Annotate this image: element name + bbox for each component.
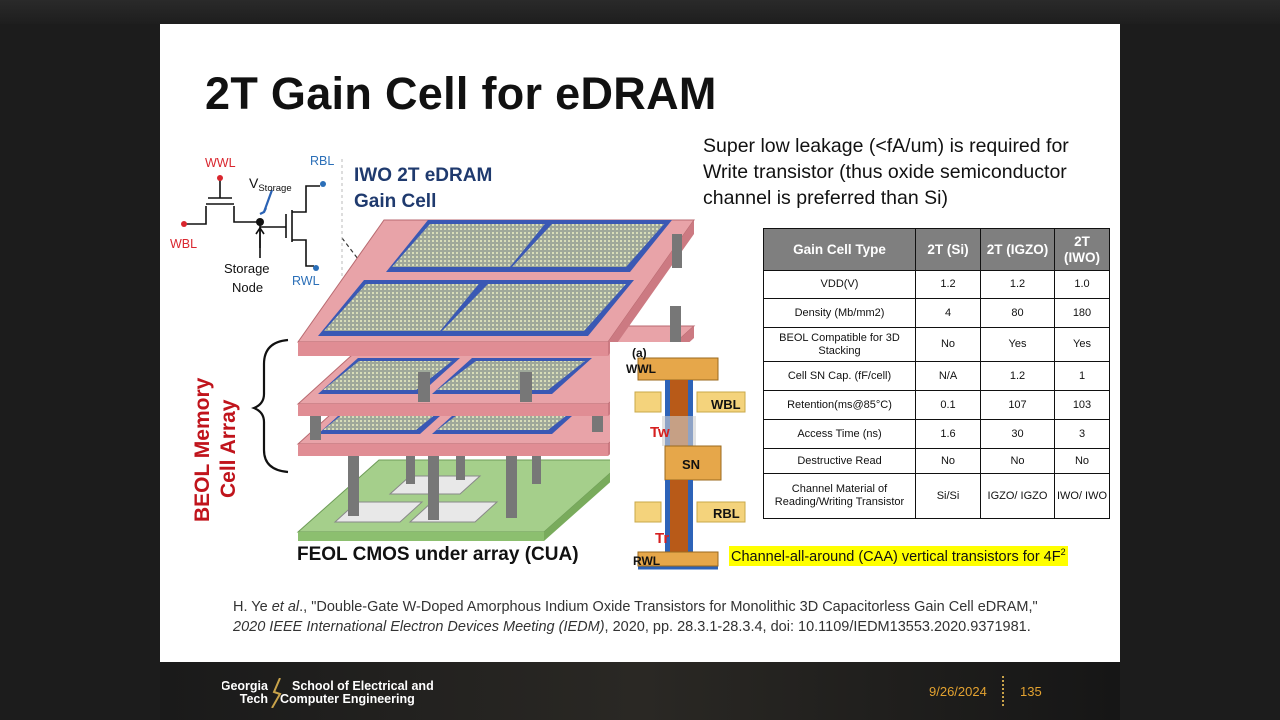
table-row: Channel Material of Reading/Writing Tran…: [763, 473, 1110, 519]
table-cell: Density (Mb/mm2): [763, 298, 916, 328]
circuit-rbl-label: RBL: [310, 154, 334, 168]
storage-node-label-1: Storage: [224, 261, 270, 276]
table-cell: No: [915, 448, 981, 474]
circuit-nodes: [181, 175, 326, 271]
viewer-top-bar: [0, 0, 1280, 24]
table-cell: 3: [1054, 419, 1110, 449]
reference-citation: H. Ye et al., "Double-Gate W-Doped Amorp…: [233, 598, 1073, 637]
table-cell: 4: [915, 298, 981, 328]
va-panel-label: (a): [632, 346, 647, 360]
slide-page-number: 135: [1020, 684, 1042, 699]
beol-brace: [251, 338, 289, 474]
table-cell: Destructive Read: [763, 448, 916, 474]
table-cell: IGZO/ IGZO: [980, 473, 1055, 519]
ref-authors: H. Ye: [233, 599, 272, 615]
iwo-gain-cell-title-line2: Gain Cell: [354, 191, 437, 212]
table-cell: No: [1054, 448, 1110, 474]
circuit-schematic: [186, 180, 320, 267]
footer-separator: [1002, 676, 1004, 706]
circuit-wbl-label: WBL: [170, 237, 197, 251]
ref-tail: , 2020, pp. 28.3.1-28.3.4, doi: 10.1109/…: [604, 618, 1031, 635]
beol-3d-stack: [296, 219, 696, 541]
table-cell: Channel Material of Reading/Writing Tran…: [763, 473, 916, 519]
table-cell: Yes: [1054, 327, 1110, 362]
gain-cell-illustration: WWL WBL RBL RWL VStorage Storage Node: [170, 154, 750, 572]
table-header-row: Gain Cell Type 2T (Si) 2T (IGZO) 2T (IWO…: [763, 228, 1110, 271]
table-cell: 1.2: [980, 361, 1055, 391]
circuit-wwl-label: WWL: [205, 156, 236, 170]
circuit-vstorage-label: VStorage: [249, 175, 292, 194]
gain-cell-comparison-table: Gain Cell Type 2T (Si) 2T (IGZO) 2T (IWO…: [763, 228, 1110, 519]
school-line1: School of Electrical and: [292, 679, 434, 693]
leakage-note: Super low leakage (<fA/um) is required f…: [703, 135, 1069, 209]
beol-label-line1: BEOL Memory: [191, 377, 214, 522]
beol-memory-label: BEOL Memory Cell Array: [191, 377, 240, 522]
logo-line2: Tech: [240, 692, 268, 706]
va-rbl-label: RBL: [713, 506, 740, 521]
slide-date: 9/26/2024: [929, 684, 987, 699]
table-cell: 180: [1054, 298, 1110, 328]
ref-title: ., "Double-Gate W-Doped Amorphous Indium…: [299, 599, 1038, 615]
iwo-gain-cell-title: IWO 2T eDRAM Gain Cell: [354, 163, 492, 215]
table-cell: Cell SN Cap. (fF/cell): [763, 361, 916, 391]
table-cell: 1: [1054, 361, 1110, 391]
table-cell: BEOL Compatible for 3D Stacking: [763, 327, 916, 362]
va-wbl-label: WBL: [711, 397, 741, 412]
beol-label-line2: Cell Array: [217, 399, 240, 498]
ref-venue: 2020 IEEE International Electron Devices…: [233, 618, 605, 635]
va-tr-label: Tr: [655, 530, 669, 547]
slide-footer: Georgia Tech School of Electrical and Co…: [160, 662, 1120, 720]
va-sn-label: SN: [682, 457, 700, 472]
logo-line1: Georgia: [222, 679, 269, 693]
table-cell: IWO/ IWO: [1054, 473, 1110, 519]
feol-cmos-label: FEOL CMOS under array (CUA): [297, 544, 579, 565]
va-rwl-label: RWL: [633, 554, 660, 568]
school-line2: Computer Engineering: [280, 692, 415, 706]
circuit-rwl-label: RWL: [292, 274, 320, 288]
va-wwl-label: WWL: [626, 362, 656, 376]
table-cell: Access Time (ns): [763, 419, 916, 449]
va-tw-label: Tw: [650, 424, 670, 441]
slide: 2T Gain Cell for eDRAM Super low leakage…: [160, 24, 1120, 662]
header-cell: 2T (Si): [915, 228, 981, 271]
table-cell: N/A: [915, 361, 981, 391]
table-cell: No: [980, 448, 1055, 474]
table-cell: 103: [1054, 390, 1110, 420]
georgia-tech-logo: Georgia Tech School of Electrical and Co…: [222, 678, 434, 708]
caa-note-sup: 2: [1060, 547, 1066, 557]
table-cell: 1.6: [915, 419, 981, 449]
caa-highlight-note: Channel-all-around (CAA) vertical transi…: [729, 546, 1068, 566]
vertical-transistor-diagram: [610, 342, 750, 572]
table-cell: No: [915, 327, 981, 362]
header-cell: 2T (IWO): [1054, 228, 1110, 271]
table-cell: 1.2: [980, 270, 1055, 299]
iwo-gain-cell-title-line1: IWO 2T eDRAM: [354, 165, 493, 186]
storage-node-label-2: Node: [232, 280, 263, 295]
header-cell: Gain Cell Type: [763, 228, 916, 271]
slide-title: 2T Gain Cell for eDRAM: [205, 68, 717, 119]
table-cell: 30: [980, 419, 1055, 449]
ref-etal: et al: [271, 599, 300, 615]
table-cell: 1.0: [1054, 270, 1110, 299]
table-cell: VDD(V): [763, 270, 916, 299]
table-cell: 107: [980, 390, 1055, 420]
table-cell: Si/Si: [915, 473, 981, 519]
table-cell: Retention(ms@85°C): [763, 390, 916, 420]
table-cell: 1.2: [915, 270, 981, 299]
caa-note-text: Channel-all-around (CAA) vertical transi…: [731, 548, 1061, 565]
table-cell: 80: [980, 298, 1055, 328]
header-cell: 2T (IGZO): [980, 228, 1055, 271]
table-cell: 0.1: [915, 390, 981, 420]
table-cell: Yes: [980, 327, 1055, 362]
